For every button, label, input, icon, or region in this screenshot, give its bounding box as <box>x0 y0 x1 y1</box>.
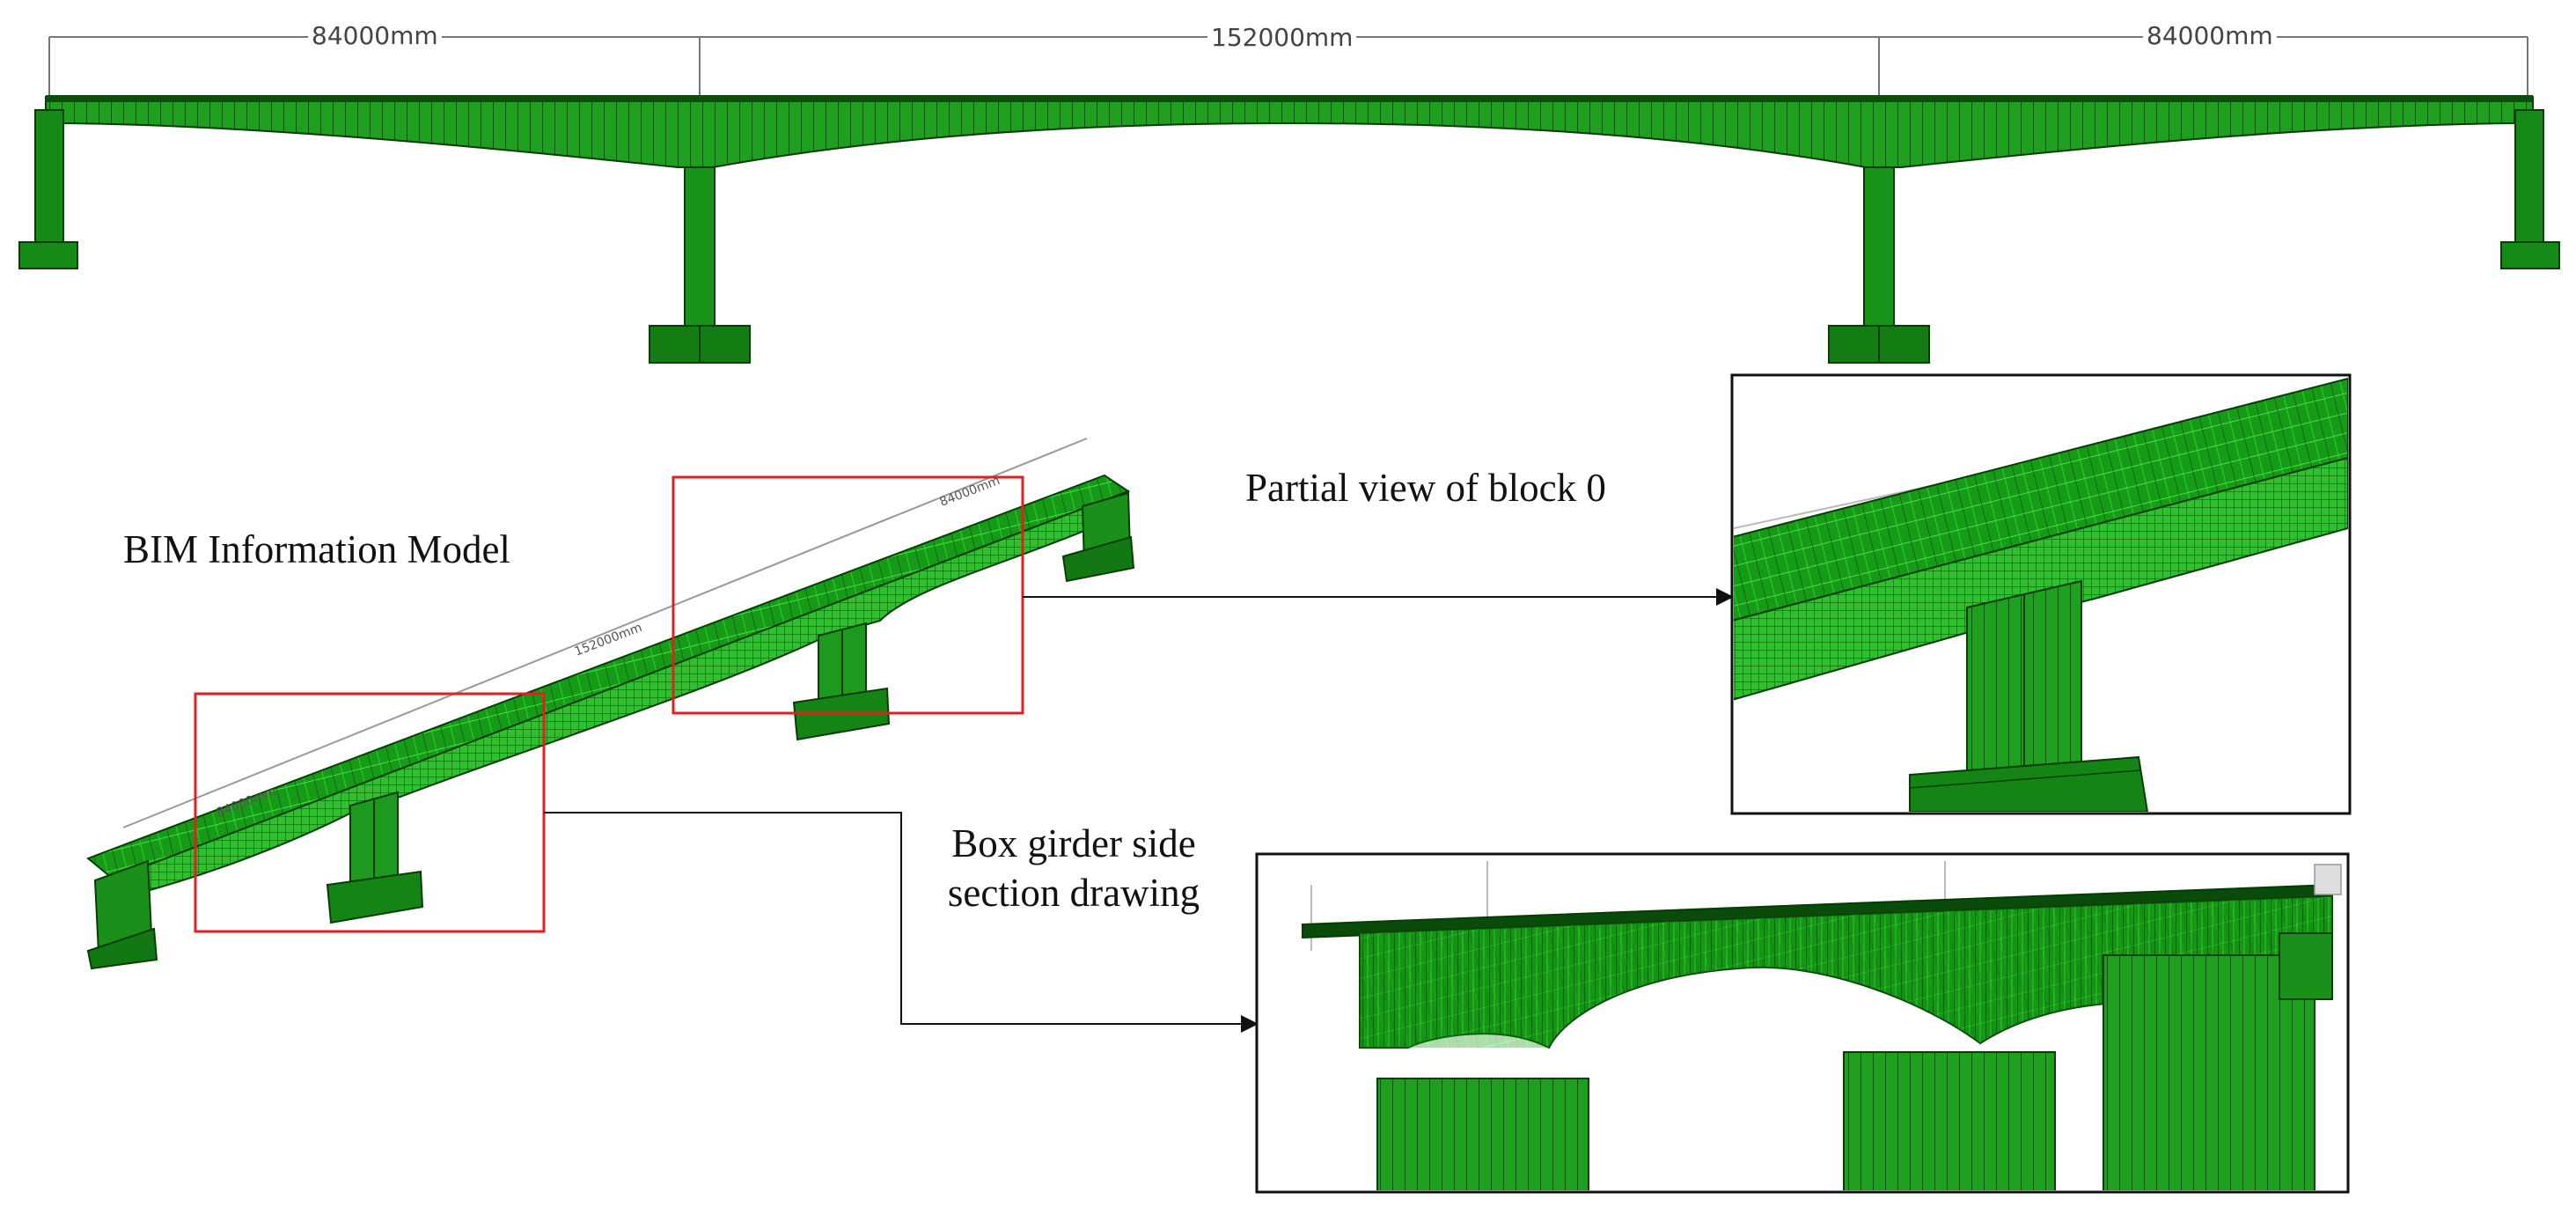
connector-arrows <box>544 588 1734 1033</box>
right-main-pier <box>1828 166 1930 364</box>
elevation-view <box>18 36 2560 364</box>
right-abutment <box>2500 109 2560 269</box>
model-far-abutment <box>1061 491 1135 583</box>
model-dimension-right: 84000mm <box>938 474 1002 510</box>
block0-highlight <box>672 475 1024 715</box>
model-near-abutment <box>86 859 158 970</box>
model-deck-side <box>112 490 1129 902</box>
model-pier-1 <box>326 791 424 924</box>
left-main-pier <box>649 166 751 364</box>
arrow-to-box-girder <box>544 812 1259 1033</box>
block0-view-label: Partial view of block 0 <box>1245 466 1606 510</box>
dimension-right-span: 84000mm <box>2143 23 2277 49</box>
model-reference-line <box>122 438 1088 828</box>
deck-top-slab <box>46 95 2533 102</box>
bim-model-label: BIM Information Model <box>123 527 510 571</box>
block0-detail-panel <box>1730 373 2352 815</box>
elevation-deck <box>45 96 2534 168</box>
left-abutment <box>18 109 78 269</box>
dimension-center-span: 152000mm <box>1207 25 1357 51</box>
dimension-left-span: 84000mm <box>308 23 442 49</box>
bim-3d-model <box>86 438 1135 970</box>
box-girder-label: Box girder side section drawing <box>947 821 1200 915</box>
box-girder-detail-panel <box>1255 852 2350 1194</box>
